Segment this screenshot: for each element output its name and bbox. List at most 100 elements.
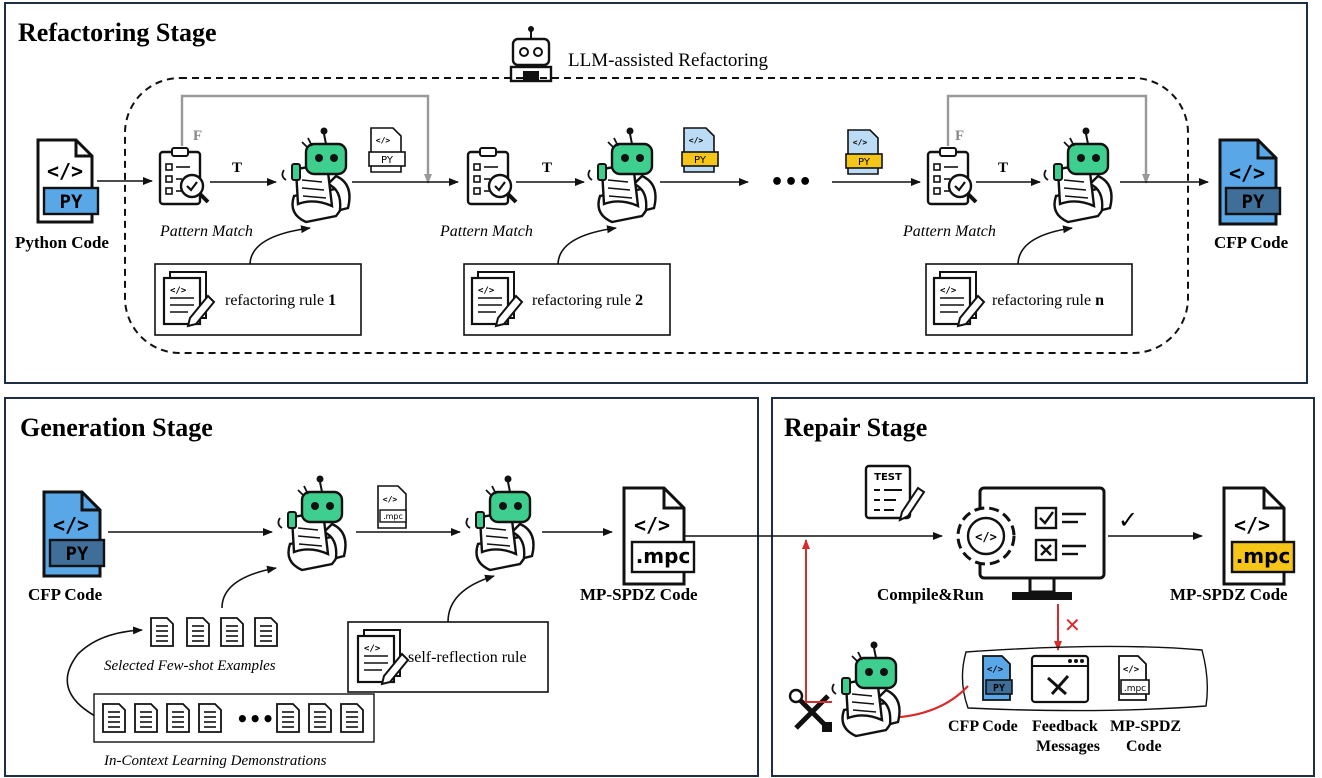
mpc-file-icon: </> .mpc (622, 486, 696, 586)
compile-run-label: Compile&Run (877, 585, 984, 604)
false-label-1: F (193, 128, 202, 144)
fail-cross-mark: ✕ (1064, 613, 1081, 637)
true-label-1: T (232, 160, 242, 176)
llm-assisted-label: LLM-assisted Refactoring (568, 50, 768, 71)
repair-llm-robot-icon (831, 640, 901, 738)
icl-ellipsis: ••• (236, 707, 274, 731)
llm-robot-2-icon (587, 126, 657, 224)
arrow-rule1-to-llm1 (249, 225, 311, 266)
refactoring-stage-title: Refactoring Stage (18, 18, 217, 47)
py-file-small-yellow-icon: </> PY (681, 127, 719, 173)
svg-text:</>: </> (853, 138, 868, 147)
repair-stage-title: Repair Stage (784, 413, 927, 442)
svg-text:.mpc: .mpc (1124, 684, 1146, 694)
svg-text:</>: </> (689, 136, 704, 145)
compile-run-monitor-icon: </> (956, 486, 1106, 600)
feedback-messages-window-icon (1030, 654, 1090, 704)
true-label-n: T (998, 160, 1008, 176)
rule-n-label: refactoring rule n (992, 292, 1104, 309)
svg-text:</>: </> (634, 513, 670, 537)
success-check-mark: ✓ (1118, 506, 1138, 534)
svg-text:.mpc: .mpc (1236, 544, 1291, 568)
rule-1-label: refactoring rule 1 (225, 292, 336, 309)
py-file-small-yellow-2-icon: </> PY (845, 129, 883, 175)
svg-text:PY: PY (1242, 191, 1265, 213)
true-label-2: T (542, 160, 552, 176)
cfp-file-icon: </> PY (1218, 138, 1282, 226)
arrow-few-shot-to-llm1 (221, 565, 277, 609)
generation-stage-frame (4, 397, 759, 777)
arrow-rule2-to-llm2 (557, 225, 617, 266)
few-shot-examples-icons (150, 617, 278, 647)
cfp-code-label: CFP Code (1214, 233, 1289, 252)
false-label-n: F (955, 128, 964, 144)
svg-text:PY: PY (66, 543, 89, 565)
py-file-small-white-icon: </> PY (368, 127, 406, 173)
feedback-item-cfp-label: CFP Code (948, 718, 1018, 735)
llm-robot-icon (509, 26, 553, 83)
svg-text:</>: </> (383, 495, 398, 504)
refactoring-stage-frame (4, 2, 1308, 384)
llm-robot-n-icon (1043, 126, 1113, 224)
svg-text:</>: </> (1234, 513, 1270, 537)
repair-mp-spdz-code-label: MP-SPDZ Code (1170, 585, 1288, 604)
self-reflection-label: self-reflection rule (408, 649, 527, 666)
svg-text:PY: PY (60, 191, 83, 213)
pattern-match-n-label: Pattern Match (902, 223, 996, 240)
pattern-match-n-icon (926, 146, 978, 206)
repair-loop-arrow (802, 539, 832, 703)
svg-text:</>: </> (975, 530, 997, 544)
self-reflection-doc-icon (356, 628, 410, 686)
svg-text:</>: </> (47, 159, 83, 183)
wrench-screwdriver-icon (788, 688, 832, 732)
false-bypass-1 (180, 94, 432, 184)
pattern-match-1-icon (158, 146, 210, 206)
svg-text:TEST: TEST (874, 472, 902, 483)
gen-cfp-file-icon: </> PY (42, 490, 106, 578)
svg-text:.mpc: .mpc (636, 544, 691, 568)
few-shot-label: Selected Few-shot Examples (104, 658, 276, 674)
svg-text:PY: PY (694, 155, 707, 166)
feedback-bundle-outline (961, 645, 1209, 712)
test-checklist-icon: TEST (864, 464, 926, 522)
svg-text:</>: </> (1123, 665, 1140, 675)
feedback-mpc-file-icon: </> .mpc (1118, 655, 1150, 701)
llm-dashed-boundary (124, 77, 1189, 354)
feedback-cfp-file-icon: </> PY (982, 655, 1013, 701)
repair-mpc-file-icon: </> .mpc (1222, 486, 1296, 586)
rule-2-label: refactoring rule 2 (532, 292, 643, 309)
pattern-match-1-label: Pattern Match (159, 223, 253, 240)
rule-doc-2-icon (470, 270, 524, 328)
icl-label: In-Context Learning Demonstrations (103, 753, 327, 769)
repair-stage-frame (771, 397, 1315, 777)
gen-cfp-code-label: CFP Code (28, 585, 103, 604)
svg-text:PY: PY (993, 683, 1005, 694)
pattern-match-2-label: Pattern Match (439, 223, 533, 240)
llm-robot-1-icon (281, 126, 351, 224)
gen-mp-spdz-code-label: MP-SPDZ Code (580, 585, 698, 604)
svg-text:</>: </> (1229, 161, 1265, 185)
python-code-label: Python Code (15, 233, 109, 252)
svg-text:.mpc: .mpc (383, 512, 403, 521)
python-file-icon: </> PY (36, 138, 100, 224)
gen-llm-robot-1-icon (277, 474, 347, 572)
mpc-file-small-icon: </> .mpc (377, 485, 407, 529)
arrow-rulen-to-llmn (1017, 225, 1073, 266)
svg-text:PY: PY (381, 155, 394, 166)
pattern-match-2-icon (466, 146, 518, 206)
refactor-ellipsis: ••• (770, 170, 812, 195)
svg-text:PY: PY (858, 157, 871, 168)
false-bypass-n (946, 94, 1150, 184)
svg-text:</>: </> (987, 665, 1004, 675)
rule-doc-n-icon (932, 270, 986, 328)
rule-doc-1-icon (162, 270, 216, 328)
arrow-reflection-to-llm2 (447, 574, 495, 623)
gen-llm-robot-2-icon (465, 474, 535, 572)
svg-text:</>: </> (376, 136, 391, 145)
svg-text:</>: </> (53, 513, 89, 537)
generation-stage-title: Generation Stage (20, 413, 213, 442)
arrow-icl-to-few-shot (66, 626, 143, 717)
